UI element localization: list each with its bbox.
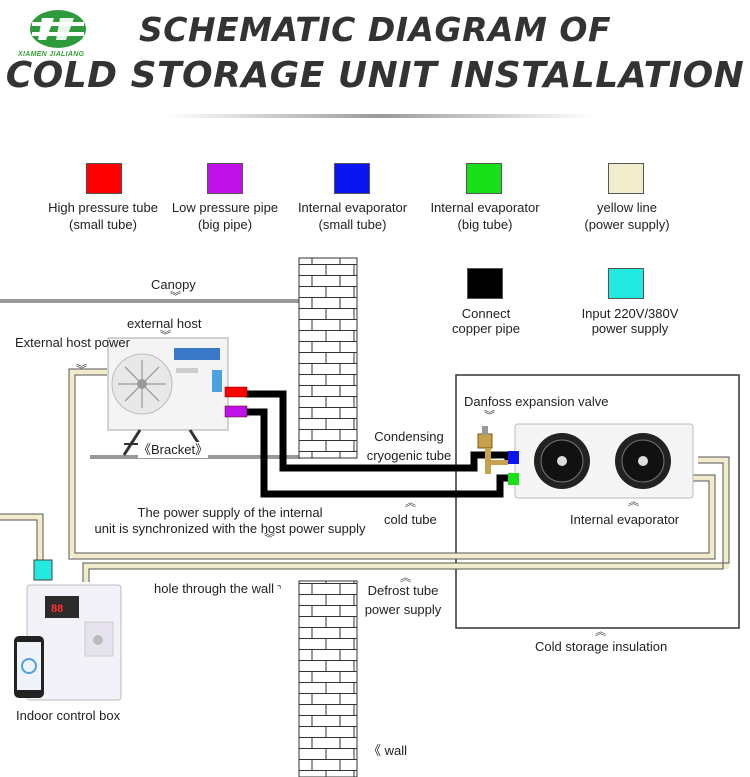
external-host-unit <box>107 337 248 431</box>
power-lines <box>0 369 729 582</box>
legend-swatch-low-pressure <box>207 163 243 194</box>
brand-logo <box>28 8 88 50</box>
label-external-host: external host <box>127 316 202 331</box>
legend-swatch-evap-small <box>334 163 370 194</box>
wall-lower <box>298 580 358 777</box>
chevron-down-icon: ︾ <box>76 364 87 376</box>
chevron-up-icon: ︽ <box>400 572 411 584</box>
legend-label-evap-small: Internal evaporator(small tube) <box>297 200 408 232</box>
label-canopy: Canopy <box>151 277 196 292</box>
label-hole-through-wall: hole through the wall ⌝ <box>154 581 282 596</box>
label-cold-storage-insulation: Cold storage insulation <box>535 639 668 654</box>
svg-text:88: 88 <box>51 603 63 615</box>
chevron-up-icon: ︽ <box>595 626 606 638</box>
legend-swatch-yellow-line <box>608 163 644 194</box>
legend-label-low-pressure: Low pressure pipe(big pipe) <box>171 200 279 232</box>
label-internal-evaporator: Internal evaporator <box>570 512 680 527</box>
label-external-host-power: External host power <box>15 335 130 350</box>
chevron-up-icon: ︽ <box>405 497 416 509</box>
label-wall: 《 wall <box>368 743 408 758</box>
cold-storage-box <box>455 374 740 629</box>
legend-swatch-evap-big <box>466 163 502 194</box>
label-cold-tube: cold tube <box>384 512 437 527</box>
label-indoor-control-box: Indoor control box <box>16 708 121 723</box>
chevron-down-icon: ︾ <box>484 410 495 422</box>
chevron-down-icon: ︾ <box>264 533 275 545</box>
legend-swatch-high-pressure <box>86 163 122 194</box>
title-line-1: SCHEMATIC DIAGRAM OF <box>138 10 612 49</box>
label-power-sync: The power supply of the internal unit is… <box>94 505 366 536</box>
wall-upper <box>298 257 358 459</box>
title-underline <box>165 114 595 118</box>
title-line-2: COLD STORAGE UNIT INSTALLATION <box>5 55 745 96</box>
internal-evaporator <box>508 423 694 499</box>
expansion-valve <box>477 426 508 474</box>
indoor-control-box: 88 <box>14 559 122 701</box>
legend-label-yellow-line: yellow line(power supply) <box>584 200 670 232</box>
brand-name: XIAMEN JIALIANG <box>18 51 85 58</box>
chevron-up-icon: ︽ <box>628 496 639 508</box>
chevron-down-icon: ︾ <box>170 291 181 303</box>
chevron-down-icon: ︾ <box>160 330 171 342</box>
label-condensing-tube: Condensing cryogenic tube <box>366 429 452 463</box>
legend-label-evap-big: Internal evaporator(big tube) <box>430 200 540 232</box>
label-bracket: 《Bracket》 <box>138 442 209 458</box>
legend-label-high-pressure: High pressure tube(small tube) <box>48 200 158 232</box>
label-defrost-tube: Defrost tube power supply <box>364 583 442 617</box>
legend-swatch-copper-pipe <box>467 268 503 299</box>
label-danfoss-valve: Danfoss expansion valve <box>464 394 609 409</box>
legend-swatch-input-power <box>608 268 644 299</box>
